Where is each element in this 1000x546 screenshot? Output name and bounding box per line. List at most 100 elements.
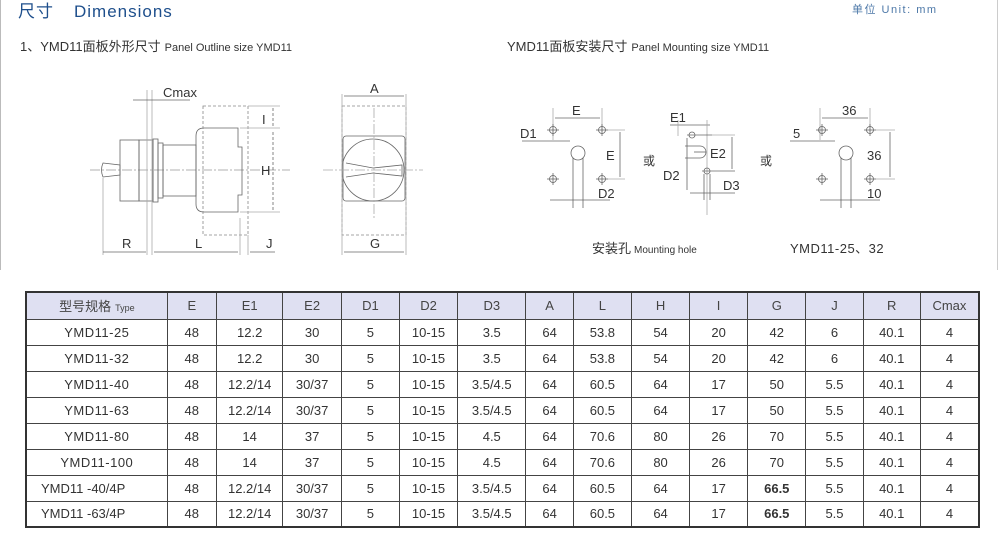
label-a: A (370, 81, 379, 96)
page-title-en: Dimensions (74, 2, 173, 21)
cell-j: 5.5 (805, 370, 864, 398)
header-a: A (525, 291, 574, 320)
cell-r: 40.1 (862, 396, 921, 424)
cell-e: 48 (166, 396, 217, 424)
cell-g: 70 (747, 448, 807, 476)
cell-type: YMD11-25 (25, 318, 168, 346)
cell-d2: 10-15 (398, 448, 459, 476)
cell-d3: 3.5 (457, 344, 527, 372)
cell-d1: 5 (340, 422, 400, 450)
cell-j: 5.5 (805, 396, 864, 424)
cell-h: 64 (631, 370, 691, 398)
header-j: J (805, 291, 864, 320)
cell-cmax: 4 (919, 500, 980, 528)
cell-j: 6 (805, 318, 864, 346)
panel-mounting-drawing: E D1 E D2 或 E1 E2 D2 D3 或 36 5 36 10 (520, 103, 895, 215)
cell-e2: 30/37 (282, 500, 342, 528)
header-i: I (689, 291, 749, 320)
header-e: E (166, 291, 217, 320)
cell-type: YMD11-80 (25, 422, 168, 450)
cell-a: 64 (525, 448, 574, 476)
cell-e: 48 (166, 370, 217, 398)
cell-r: 40.1 (862, 370, 921, 398)
cell-e: 48 (166, 318, 217, 346)
cell-e1: 12.2/14 (215, 396, 284, 424)
label-i: I (262, 112, 266, 127)
cell-d1: 5 (340, 474, 400, 502)
cell-g: 42 (747, 318, 807, 346)
cell-i: 17 (689, 500, 749, 528)
cell-d1: 5 (340, 318, 400, 346)
cell-e2: 37 (282, 422, 342, 450)
cell-type: YMD11-40 (25, 370, 168, 398)
cell-r: 40.1 (862, 448, 921, 476)
cell-d3: 3.5 (457, 318, 527, 346)
cell-d3: 3.5/4.5 (457, 500, 527, 528)
cell-r: 40.1 (862, 318, 921, 346)
label-10: 10 (867, 186, 881, 201)
mounting-hole-caption-cn: 安装孔 (592, 241, 632, 256)
header-l: L (572, 291, 633, 320)
cell-d2: 10-15 (398, 370, 459, 398)
cell-h: 54 (631, 344, 691, 372)
cell-d2: 10-15 (398, 318, 459, 346)
cell-e1: 12.2/14 (215, 370, 284, 398)
cell-cmax: 4 (919, 448, 980, 476)
cell-a: 64 (525, 370, 574, 398)
cell-i: 17 (689, 474, 749, 502)
cell-i: 20 (689, 318, 749, 346)
cell-d3: 3.5/4.5 (457, 396, 527, 424)
cell-cmax: 4 (919, 474, 980, 502)
cell-e2: 30/37 (282, 370, 342, 398)
cell-j: 5.5 (805, 500, 864, 528)
cell-a: 64 (525, 396, 574, 424)
cell-e1: 12.2/14 (215, 474, 284, 502)
unit-label: 单位 Unit: mm (852, 4, 938, 16)
label-d2: D2 (598, 186, 615, 201)
cell-g: 42 (747, 344, 807, 372)
cell-cmax: 4 (919, 422, 980, 450)
cell-l: 53.8 (572, 344, 633, 372)
mounting-model-caption: YMD11-25、32 (790, 241, 885, 256)
cell-e1: 14 (215, 448, 284, 476)
cell-d3: 3.5/4.5 (457, 474, 527, 502)
cell-h: 80 (631, 422, 691, 450)
cell-d3: 4.5 (457, 422, 527, 450)
cell-d3: 3.5/4.5 (457, 370, 527, 398)
cell-e1: 12.2 (215, 344, 284, 372)
cell-d1: 5 (340, 500, 400, 528)
label-36-top: 36 (842, 103, 856, 118)
cell-type: YMD11-100 (25, 448, 168, 476)
cell-i: 20 (689, 344, 749, 372)
cell-j: 5.5 (805, 448, 864, 476)
cell-g: 70 (747, 422, 807, 450)
header-r: R (862, 291, 921, 320)
cell-type: YMD11 -63/4P (25, 500, 168, 528)
cell-d1: 5 (340, 448, 400, 476)
mounting-title-en: Panel Mounting size YMD11 (631, 42, 770, 54)
label-e1: E1 (670, 110, 686, 125)
cell-e: 48 (166, 500, 217, 528)
cell-l: 60.5 (572, 396, 633, 424)
cell-j: 5.5 (805, 422, 864, 450)
cell-h: 54 (631, 318, 691, 346)
label-j: J (266, 236, 273, 251)
cell-g: 50 (747, 396, 807, 424)
label-e-side: E (606, 148, 615, 163)
cell-j: 6 (805, 344, 864, 372)
cell-i: 26 (689, 448, 749, 476)
cell-e: 48 (166, 422, 217, 450)
cell-d2: 10-15 (398, 422, 459, 450)
label-e-top: E (572, 103, 581, 118)
label-d2-alt: D2 (663, 168, 680, 183)
cell-g: 66.5 (747, 474, 807, 502)
cell-r: 40.1 (862, 474, 921, 502)
cell-e2: 30/37 (282, 474, 342, 502)
cell-a: 64 (525, 500, 574, 528)
